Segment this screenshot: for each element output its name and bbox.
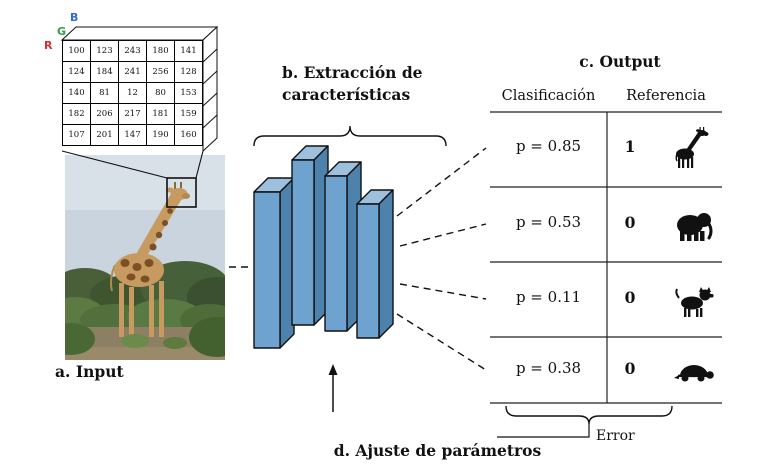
- turtle-icon: [674, 365, 714, 382]
- foreground-bushes: [65, 317, 225, 357]
- pixel-cell: 243: [118, 40, 147, 62]
- pixel-cell: 184: [90, 61, 119, 83]
- pixel-cell: 256: [146, 61, 175, 83]
- probability-value: p = 0.85: [515, 137, 582, 155]
- panel-a-label: a. Input: [55, 362, 124, 381]
- column-header-reference: Referencia: [626, 88, 706, 104]
- pixel-cell: 160: [174, 124, 203, 146]
- giraffe-patches: [120, 208, 173, 283]
- pixel-cell: 241: [118, 61, 147, 83]
- pixel-cell: 80: [146, 82, 175, 104]
- pixel-cell: 81: [90, 82, 119, 104]
- input-photo: [65, 155, 225, 360]
- probability-value: p = 0.38: [515, 359, 582, 377]
- sky-light: [65, 155, 225, 210]
- panel-b-label-line2: características: [282, 85, 411, 104]
- error-connector-line: [497, 424, 590, 438]
- pixel-cell: 124: [62, 61, 91, 83]
- pixel-cell: 140: [62, 82, 91, 104]
- probability-value: p = 0.11: [515, 288, 582, 306]
- reference-value: 0: [624, 359, 636, 378]
- giraffe: [110, 182, 190, 337]
- extraction-brace: [253, 125, 447, 147]
- reference-value: 0: [624, 288, 636, 307]
- pixel-cell: 181: [146, 103, 175, 125]
- pixel-matrix: 100 123 243 180 141 124 184 241 256 128 …: [62, 40, 203, 146]
- reference-value: 1: [624, 137, 636, 156]
- elephant-icon: [677, 213, 713, 241]
- dog-icon: [675, 287, 714, 317]
- pixel-cell: 153: [174, 82, 203, 104]
- pixel-cell: 180: [146, 40, 175, 62]
- panel-b-label-line1: b. Extracción de: [282, 63, 423, 82]
- probability-value: p = 0.53: [515, 213, 582, 231]
- error-brace: [505, 405, 673, 425]
- pixel-cell: 190: [146, 124, 175, 146]
- cnn-layers: [253, 145, 394, 349]
- pixel-cell: 12: [118, 82, 147, 104]
- pixel-cell: 201: [90, 124, 119, 146]
- pixel-cell: 123: [90, 40, 119, 62]
- pixel-cell: 100: [62, 40, 91, 62]
- pixel-cell: 206: [90, 103, 119, 125]
- panel-d-label: d. Ajuste de parámetros: [333, 441, 542, 460]
- pixel-cell: 217: [118, 103, 147, 125]
- dashed-connectors: [229, 147, 487, 371]
- channel-label-b: B: [70, 11, 79, 24]
- channel-label-r: R: [44, 39, 53, 52]
- pixel-cell: 182: [62, 103, 91, 125]
- pixel-cell: 107: [62, 124, 91, 146]
- pixel-cell: 141: [174, 40, 203, 62]
- reference-value: 0: [624, 213, 636, 232]
- panel-c-title: c. Output: [579, 52, 661, 71]
- pixel-cell: 159: [174, 103, 203, 125]
- adjust-arrow: [328, 364, 338, 412]
- dirt: [65, 347, 225, 360]
- giraffe-icon: [675, 127, 709, 168]
- column-header-classification: Clasificación: [501, 88, 596, 104]
- channel-label-g: G: [57, 25, 67, 38]
- pixel-cell: 128: [174, 61, 203, 83]
- pixel-cell: 147: [118, 124, 147, 146]
- error-label: Error: [596, 428, 635, 444]
